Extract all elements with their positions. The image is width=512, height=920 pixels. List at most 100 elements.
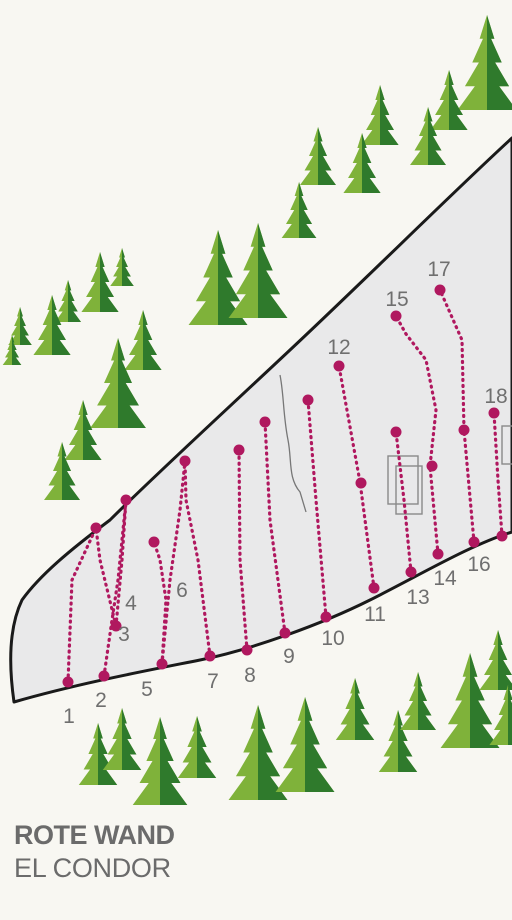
route-anchor-dot bbox=[368, 582, 380, 594]
pine-tree-icon bbox=[124, 310, 162, 370]
crag-title: ROTE WAND EL CONDOR bbox=[14, 822, 175, 882]
route-anchor-dot bbox=[320, 611, 332, 623]
pine-tree-icon bbox=[300, 127, 336, 185]
route-anchor-dot bbox=[434, 284, 446, 296]
rock-feature bbox=[387, 455, 419, 505]
pine-tree-icon bbox=[2, 335, 22, 365]
route-number-label: 8 bbox=[244, 664, 256, 687]
pine-tree-icon bbox=[378, 710, 418, 772]
pine-tree-icon bbox=[440, 653, 500, 748]
route-line bbox=[263, 420, 287, 635]
pine-tree-icon bbox=[228, 223, 288, 318]
pine-tree-icon bbox=[479, 630, 512, 690]
route-anchor-dot bbox=[241, 644, 253, 656]
pine-tree-icon bbox=[281, 182, 317, 238]
route-line bbox=[114, 498, 128, 628]
route-number-label: 4 bbox=[125, 592, 137, 615]
pine-tree-icon bbox=[90, 338, 146, 428]
pine-tree-icon bbox=[44, 442, 80, 500]
route-number-label: 2 bbox=[95, 689, 107, 712]
pine-tree-icon bbox=[132, 717, 188, 805]
route-line bbox=[183, 459, 212, 658]
rock-feature bbox=[395, 465, 423, 515]
route-number-label: 14 bbox=[433, 567, 457, 590]
route-number-label: 6 bbox=[176, 579, 188, 602]
route-anchor-dot bbox=[179, 455, 191, 467]
pine-tree-icon bbox=[489, 685, 512, 745]
route-line bbox=[66, 526, 98, 684]
route-number-label: 9 bbox=[283, 645, 295, 668]
route-number-label: 13 bbox=[406, 586, 429, 609]
route-anchor-dot bbox=[405, 566, 417, 578]
route-line bbox=[394, 314, 440, 556]
route-line bbox=[438, 288, 476, 544]
route-anchor-dot bbox=[488, 407, 500, 419]
route-anchor-dot bbox=[156, 658, 168, 670]
pine-tree-icon bbox=[8, 307, 32, 345]
pine-tree-icon bbox=[188, 230, 248, 325]
forest bbox=[2, 15, 512, 805]
route-line bbox=[492, 411, 504, 538]
pine-tree-icon bbox=[457, 15, 512, 110]
route-number-label: 10 bbox=[321, 627, 344, 650]
route-number-label: 18 bbox=[484, 385, 507, 408]
pine-tree-icon bbox=[335, 678, 375, 740]
route-line bbox=[102, 498, 128, 678]
route-number-label: 1 bbox=[63, 705, 75, 728]
route-number-label: 11 bbox=[364, 603, 386, 626]
rock-crack bbox=[279, 374, 307, 513]
pine-tree-icon bbox=[81, 252, 119, 312]
pine-tree-icon bbox=[275, 697, 335, 792]
pine-tree-icon bbox=[430, 70, 468, 130]
route-number-label: 15 bbox=[385, 288, 408, 311]
route-anchor-dot bbox=[468, 536, 480, 548]
route-number-label: 3 bbox=[118, 623, 130, 646]
route-number-label: 7 bbox=[207, 670, 219, 693]
route-number-label: 16 bbox=[467, 553, 490, 576]
route-anchor-dot bbox=[458, 424, 470, 436]
route-anchor-dot bbox=[390, 310, 402, 322]
route-anchor-dot bbox=[148, 536, 160, 548]
route-number-label: 5 bbox=[141, 678, 153, 701]
climbing-routes bbox=[62, 284, 508, 688]
route-anchor-dot bbox=[333, 360, 345, 372]
crag-name: ROTE WAND bbox=[14, 820, 175, 850]
route-anchor-dot bbox=[90, 522, 102, 534]
route-anchor-dot bbox=[279, 627, 291, 639]
route-number-label: 17 bbox=[427, 258, 450, 281]
rock-feature bbox=[501, 425, 512, 465]
route-anchor-dot bbox=[120, 494, 132, 506]
route-line bbox=[94, 526, 118, 628]
pine-tree-icon bbox=[110, 248, 134, 286]
pine-tree-icon bbox=[177, 716, 217, 778]
route-anchor-dot bbox=[496, 530, 508, 542]
crag-area: EL CONDOR bbox=[14, 853, 171, 883]
route-line bbox=[237, 448, 249, 652]
route-anchor-dot bbox=[110, 620, 122, 632]
route-anchor-dot bbox=[302, 394, 314, 406]
pine-tree-icon bbox=[228, 705, 288, 800]
pine-tree-icon bbox=[33, 295, 71, 355]
pine-tree-icon bbox=[410, 107, 446, 165]
route-line bbox=[394, 430, 413, 574]
route-anchor-dot bbox=[98, 670, 110, 682]
pine-tree-icon bbox=[400, 672, 436, 730]
pine-tree-icon bbox=[102, 708, 142, 770]
route-anchor-dot bbox=[390, 426, 402, 438]
pine-tree-icon bbox=[64, 400, 102, 460]
route-anchor-dot bbox=[426, 460, 438, 472]
route-anchor-dot bbox=[204, 650, 216, 662]
route-line bbox=[160, 459, 187, 666]
route-anchor-dot bbox=[432, 548, 444, 560]
route-number-label: 12 bbox=[327, 336, 350, 359]
route-anchor-dot bbox=[259, 416, 271, 428]
pine-tree-icon bbox=[54, 280, 82, 322]
pine-tree-icon bbox=[343, 133, 381, 193]
route-anchor-dot bbox=[355, 477, 367, 489]
route-anchor-dot bbox=[233, 444, 245, 456]
pine-tree-icon bbox=[361, 85, 399, 145]
route-anchor-dot bbox=[62, 676, 74, 688]
